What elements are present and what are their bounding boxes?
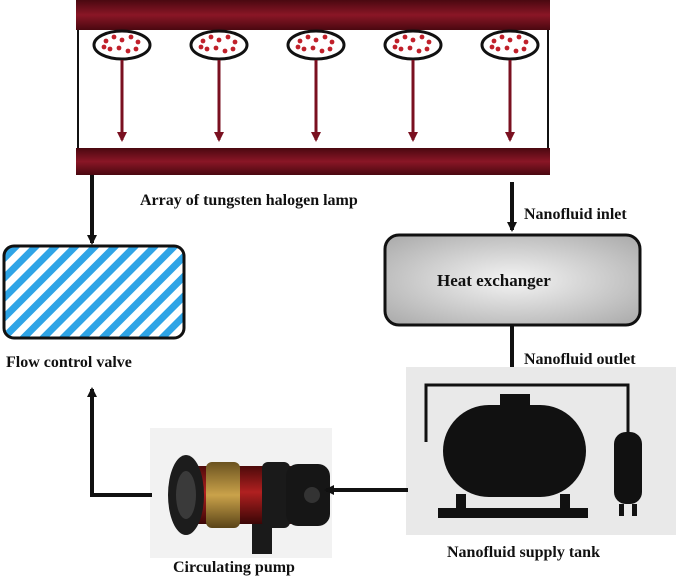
halogen-lamp-icon: [480, 29, 540, 142]
heat-exchanger-label: Heat exchanger: [437, 271, 551, 290]
halogen-lamp-icon: [92, 29, 152, 142]
circulating-pump-label: Circulating pump: [173, 559, 295, 576]
halogen-lamp-icon: [383, 29, 443, 142]
nanofluid-inlet-label: Nanofluid inlet: [524, 206, 627, 223]
pump-to-valve-arrow: [87, 387, 152, 497]
nanofluid-outlet-label: Nanofluid outlet: [524, 351, 636, 368]
lamp-array-label: Array of tungsten halogen lamp: [140, 192, 358, 209]
halogen-lamp-icon: [286, 29, 346, 142]
lamp-bottom-bar: [76, 148, 550, 175]
supply-tank-label: Nanofluid supply tank: [447, 544, 600, 561]
lamp-row: [92, 29, 540, 142]
flow-control-valve-label: Flow control valve: [6, 354, 132, 371]
lamp-top-bar: [76, 0, 550, 30]
circulating-pump-icon: [150, 428, 332, 558]
halogen-lamp-icon: [189, 29, 249, 142]
lamp-array-enclosure: [76, 0, 550, 175]
flow-control-valve-icon: [2, 244, 186, 340]
tank-icon: [406, 367, 676, 535]
